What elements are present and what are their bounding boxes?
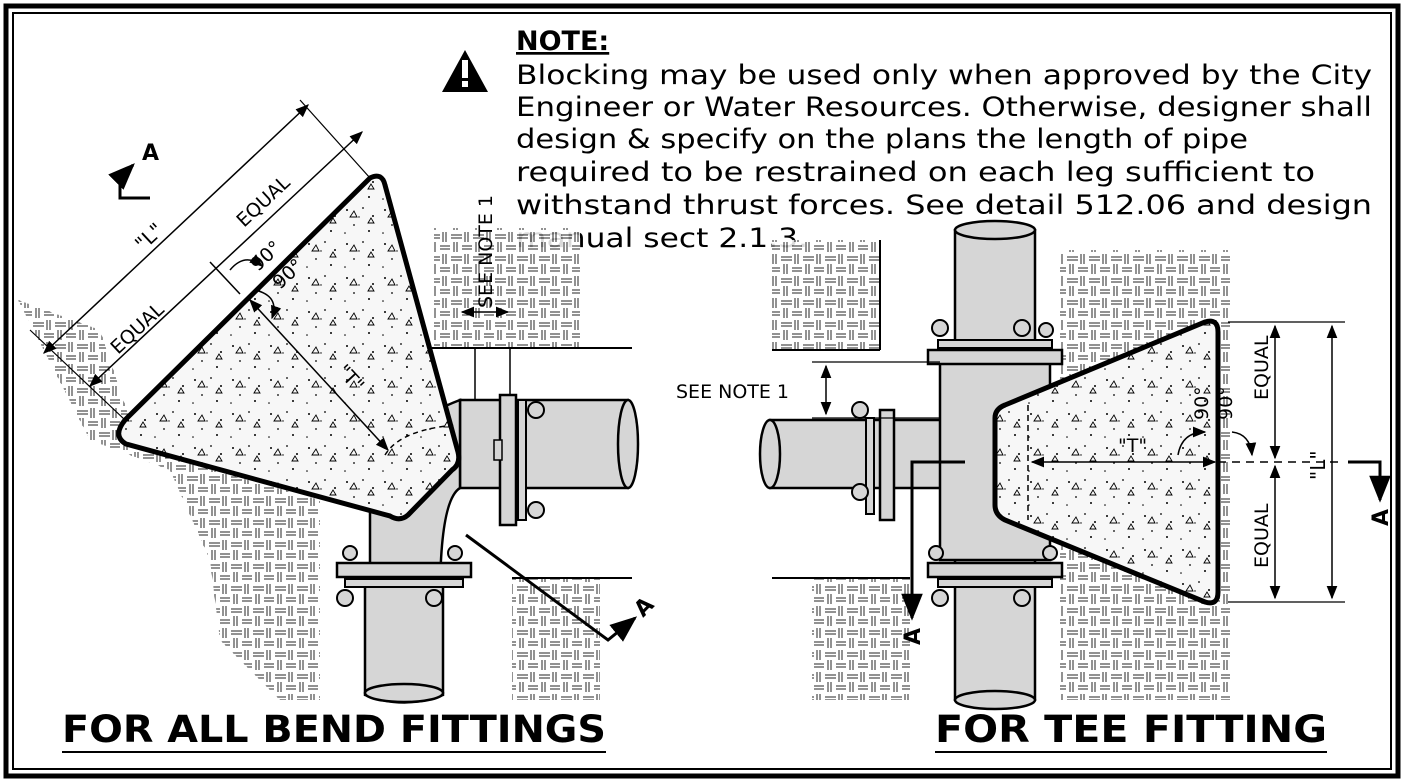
sheet-border-inner xyxy=(12,12,1392,770)
bend-length-label: "L" xyxy=(130,218,168,256)
bend-equal-top: EQUAL xyxy=(232,171,294,231)
tee-section-left: A xyxy=(901,628,926,645)
bend-caption: FOR ALL BEND FITTINGS xyxy=(62,708,606,751)
tee-angle-b: 90° xyxy=(1215,386,1237,420)
note-line-4: required to be restrained on each leg su… xyxy=(516,157,1315,188)
bend-see-note: SEE NOTE 1 xyxy=(475,195,497,308)
bend-soil-left xyxy=(18,300,320,700)
tee-equal-top: EQUAL xyxy=(1251,335,1273,400)
tee-soil-left xyxy=(772,240,880,350)
bend-soil-top xyxy=(434,228,580,348)
bend-fitting-detail: "L" EQUAL EQUAL 90° 90° "T" SEE NOTE 1 A… xyxy=(18,99,659,753)
note-line-3: design & specify on the plans the length… xyxy=(516,124,1248,155)
tee-see-note: SEE NOTE 1 xyxy=(676,381,789,403)
tee-section-right: A xyxy=(1369,509,1394,526)
tee-caption: FOR TEE FITTING xyxy=(935,708,1327,751)
bend-section-top: A xyxy=(142,141,159,166)
note-title: NOTE: xyxy=(516,26,609,57)
tee-length-label: "L" xyxy=(1306,450,1330,480)
tee-equal-bottom: EQUAL xyxy=(1251,503,1273,568)
note-line-2: Engineer or Water Resources. Otherwise, … xyxy=(516,92,1372,123)
bend-soil-bottom xyxy=(512,578,600,700)
sheet-border xyxy=(3,3,1401,779)
tee-fitting-detail: "T" 90° 90° EQUAL EQUAL "L" SEE NOTE 1 A… xyxy=(676,219,1394,753)
tee-angle-a: 90° xyxy=(1191,386,1213,420)
tee-soil-bottom xyxy=(812,578,910,700)
note-line-1: Blocking may be used only when approved … xyxy=(516,60,1372,91)
warning-triangle-icon xyxy=(442,50,488,92)
note-block: NOTE: Blocking may be used only when app… xyxy=(442,26,1372,254)
note-line-5: withstand thrust forces. See detail 512.… xyxy=(516,190,1372,221)
bend-equal-bottom: EQUAL xyxy=(106,298,168,358)
tee-thickness-label: "T" xyxy=(1118,435,1147,457)
